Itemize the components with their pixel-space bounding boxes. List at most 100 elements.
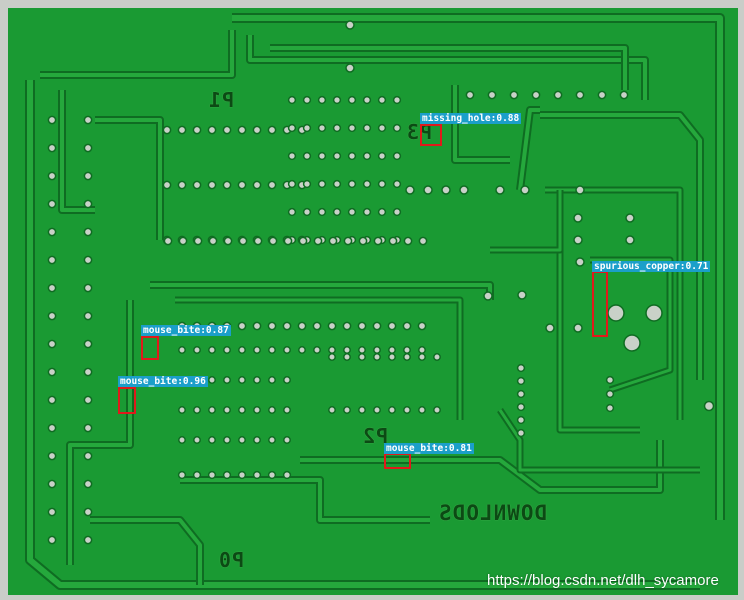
pad bbox=[253, 406, 261, 414]
pad bbox=[377, 95, 387, 105]
pad bbox=[317, 179, 327, 189]
pad bbox=[345, 20, 355, 30]
pad bbox=[223, 436, 231, 444]
pad bbox=[402, 321, 412, 331]
pad bbox=[347, 95, 357, 105]
pad bbox=[252, 180, 262, 190]
pad bbox=[403, 236, 413, 246]
pad bbox=[302, 179, 312, 189]
trace-outer-top-copper bbox=[232, 15, 723, 520]
pad bbox=[347, 123, 357, 133]
pad bbox=[47, 227, 57, 237]
pad bbox=[253, 346, 261, 354]
detection-box-spurious-copper bbox=[592, 271, 608, 337]
pad bbox=[283, 376, 291, 384]
pad bbox=[372, 321, 382, 331]
trace-top-left-copper bbox=[40, 30, 234, 77]
pad bbox=[47, 199, 57, 209]
pad bbox=[193, 406, 201, 414]
pad bbox=[83, 283, 93, 293]
pad bbox=[345, 63, 355, 73]
pad bbox=[516, 363, 526, 373]
pad bbox=[332, 123, 342, 133]
pad bbox=[373, 353, 381, 361]
pad bbox=[267, 125, 277, 135]
pad bbox=[237, 470, 247, 480]
pad bbox=[268, 406, 276, 414]
trace-right-c-copper bbox=[558, 225, 640, 432]
pad bbox=[573, 235, 583, 245]
pad bbox=[459, 185, 469, 195]
pad bbox=[575, 90, 585, 100]
pad bbox=[83, 367, 93, 377]
pad bbox=[313, 346, 321, 354]
pad bbox=[342, 321, 352, 331]
detection-label-mouse-bite-2: mouse_bite:0.96 bbox=[118, 376, 208, 387]
pad bbox=[83, 451, 93, 461]
pad bbox=[208, 436, 216, 444]
pad bbox=[358, 236, 368, 246]
pad bbox=[83, 171, 93, 181]
pad bbox=[253, 376, 261, 384]
pad bbox=[83, 227, 93, 237]
pad bbox=[287, 207, 297, 217]
pad bbox=[222, 180, 232, 190]
pad bbox=[403, 346, 411, 354]
pad bbox=[509, 90, 519, 100]
pad bbox=[516, 415, 526, 425]
pad bbox=[388, 346, 396, 354]
pad bbox=[47, 115, 57, 125]
pad bbox=[237, 180, 247, 190]
pad bbox=[83, 255, 93, 265]
trace-left-a-copper bbox=[60, 90, 95, 212]
pad bbox=[238, 346, 246, 354]
pad bbox=[238, 436, 246, 444]
pad bbox=[237, 125, 247, 135]
pad bbox=[193, 236, 203, 246]
pad bbox=[545, 323, 555, 333]
pad bbox=[392, 179, 402, 189]
trace-right-a-copper bbox=[518, 108, 540, 191]
pad bbox=[267, 470, 277, 480]
pad bbox=[83, 395, 93, 405]
trace-mid-h2-copper bbox=[175, 298, 462, 420]
pad bbox=[207, 470, 217, 480]
trace-mid-right-copper bbox=[490, 190, 562, 252]
pad bbox=[343, 346, 351, 354]
pad bbox=[377, 123, 387, 133]
pad bbox=[392, 123, 402, 133]
pad bbox=[47, 367, 57, 377]
pad bbox=[520, 185, 530, 195]
pad bbox=[207, 125, 217, 135]
pad bbox=[347, 179, 357, 189]
pad bbox=[267, 180, 277, 190]
pad bbox=[312, 321, 322, 331]
pad bbox=[283, 436, 291, 444]
pad bbox=[357, 321, 367, 331]
silkscreen-p0: P0 bbox=[218, 548, 245, 572]
pad bbox=[83, 423, 93, 433]
pad bbox=[193, 436, 201, 444]
pad bbox=[177, 125, 187, 135]
pad bbox=[83, 507, 93, 517]
pad bbox=[605, 403, 615, 413]
pad bbox=[373, 236, 383, 246]
pad bbox=[418, 353, 426, 361]
pad bbox=[47, 423, 57, 433]
pad bbox=[517, 290, 527, 300]
pad bbox=[362, 207, 372, 217]
pad bbox=[287, 179, 297, 189]
pad bbox=[332, 207, 342, 217]
pad bbox=[362, 123, 372, 133]
pad bbox=[282, 321, 292, 331]
pad bbox=[441, 185, 451, 195]
pad bbox=[47, 339, 57, 349]
pad bbox=[267, 321, 277, 331]
pad bbox=[208, 376, 216, 384]
pad bbox=[605, 375, 615, 385]
pad bbox=[83, 311, 93, 321]
pad bbox=[343, 406, 351, 414]
pad bbox=[332, 179, 342, 189]
pad bbox=[516, 376, 526, 386]
